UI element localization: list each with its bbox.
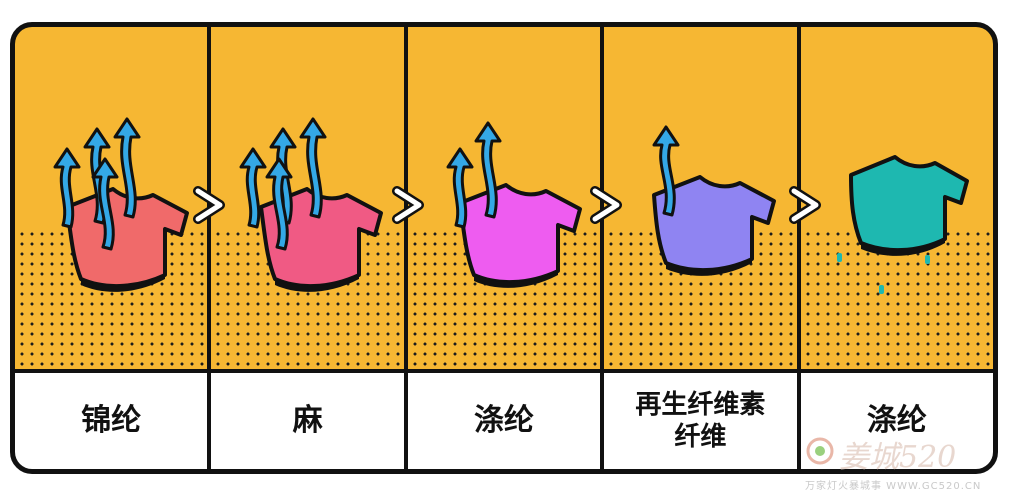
label-row: 锦纶 麻 涤纶 再生纤维素 纤维 涤纶 [15, 369, 993, 469]
tshirt-with-heavy-steam-icon [239, 117, 384, 292]
greater-than-icon [193, 186, 225, 224]
watermark-subtext: 万家灯火暴城事 WWW.GC520.CN [805, 481, 982, 492]
watermark-logo-icon [806, 437, 834, 465]
panel-5 [800, 27, 993, 369]
watermark-text: 姜城520 [839, 440, 957, 475]
watermark: 姜城520 万家灯火暴城事 WWW.GC520.CN [805, 432, 995, 492]
greater-than-icon [392, 186, 424, 224]
label-nylon: 锦纶 [15, 373, 208, 469]
panel-1 [15, 27, 208, 369]
label-line-2: 纤维 [674, 422, 727, 452]
comparison-frame: 锦纶 麻 涤纶 再生纤维素 纤维 涤纶 [10, 22, 998, 474]
tshirt-with-medium-steam-icon [446, 121, 582, 288]
label-polyester: 涤纶 [407, 373, 601, 469]
label-linen: 麻 [211, 373, 404, 469]
label-line-1: 再生纤维素 [635, 389, 766, 420]
tshirt-with-drips-icon [836, 155, 969, 294]
panel-2 [211, 27, 404, 369]
greater-than-icon [590, 186, 622, 224]
panel-3 [407, 27, 601, 369]
label-regenerated-cellulose: 再生纤维素 纤维 [604, 373, 797, 469]
tshirt-with-heavy-steam-icon [53, 117, 189, 292]
greater-than-icon [789, 186, 821, 224]
tshirt-with-light-steam-icon [652, 125, 777, 276]
shirt-panels [15, 27, 993, 369]
panel-4 [604, 27, 797, 369]
